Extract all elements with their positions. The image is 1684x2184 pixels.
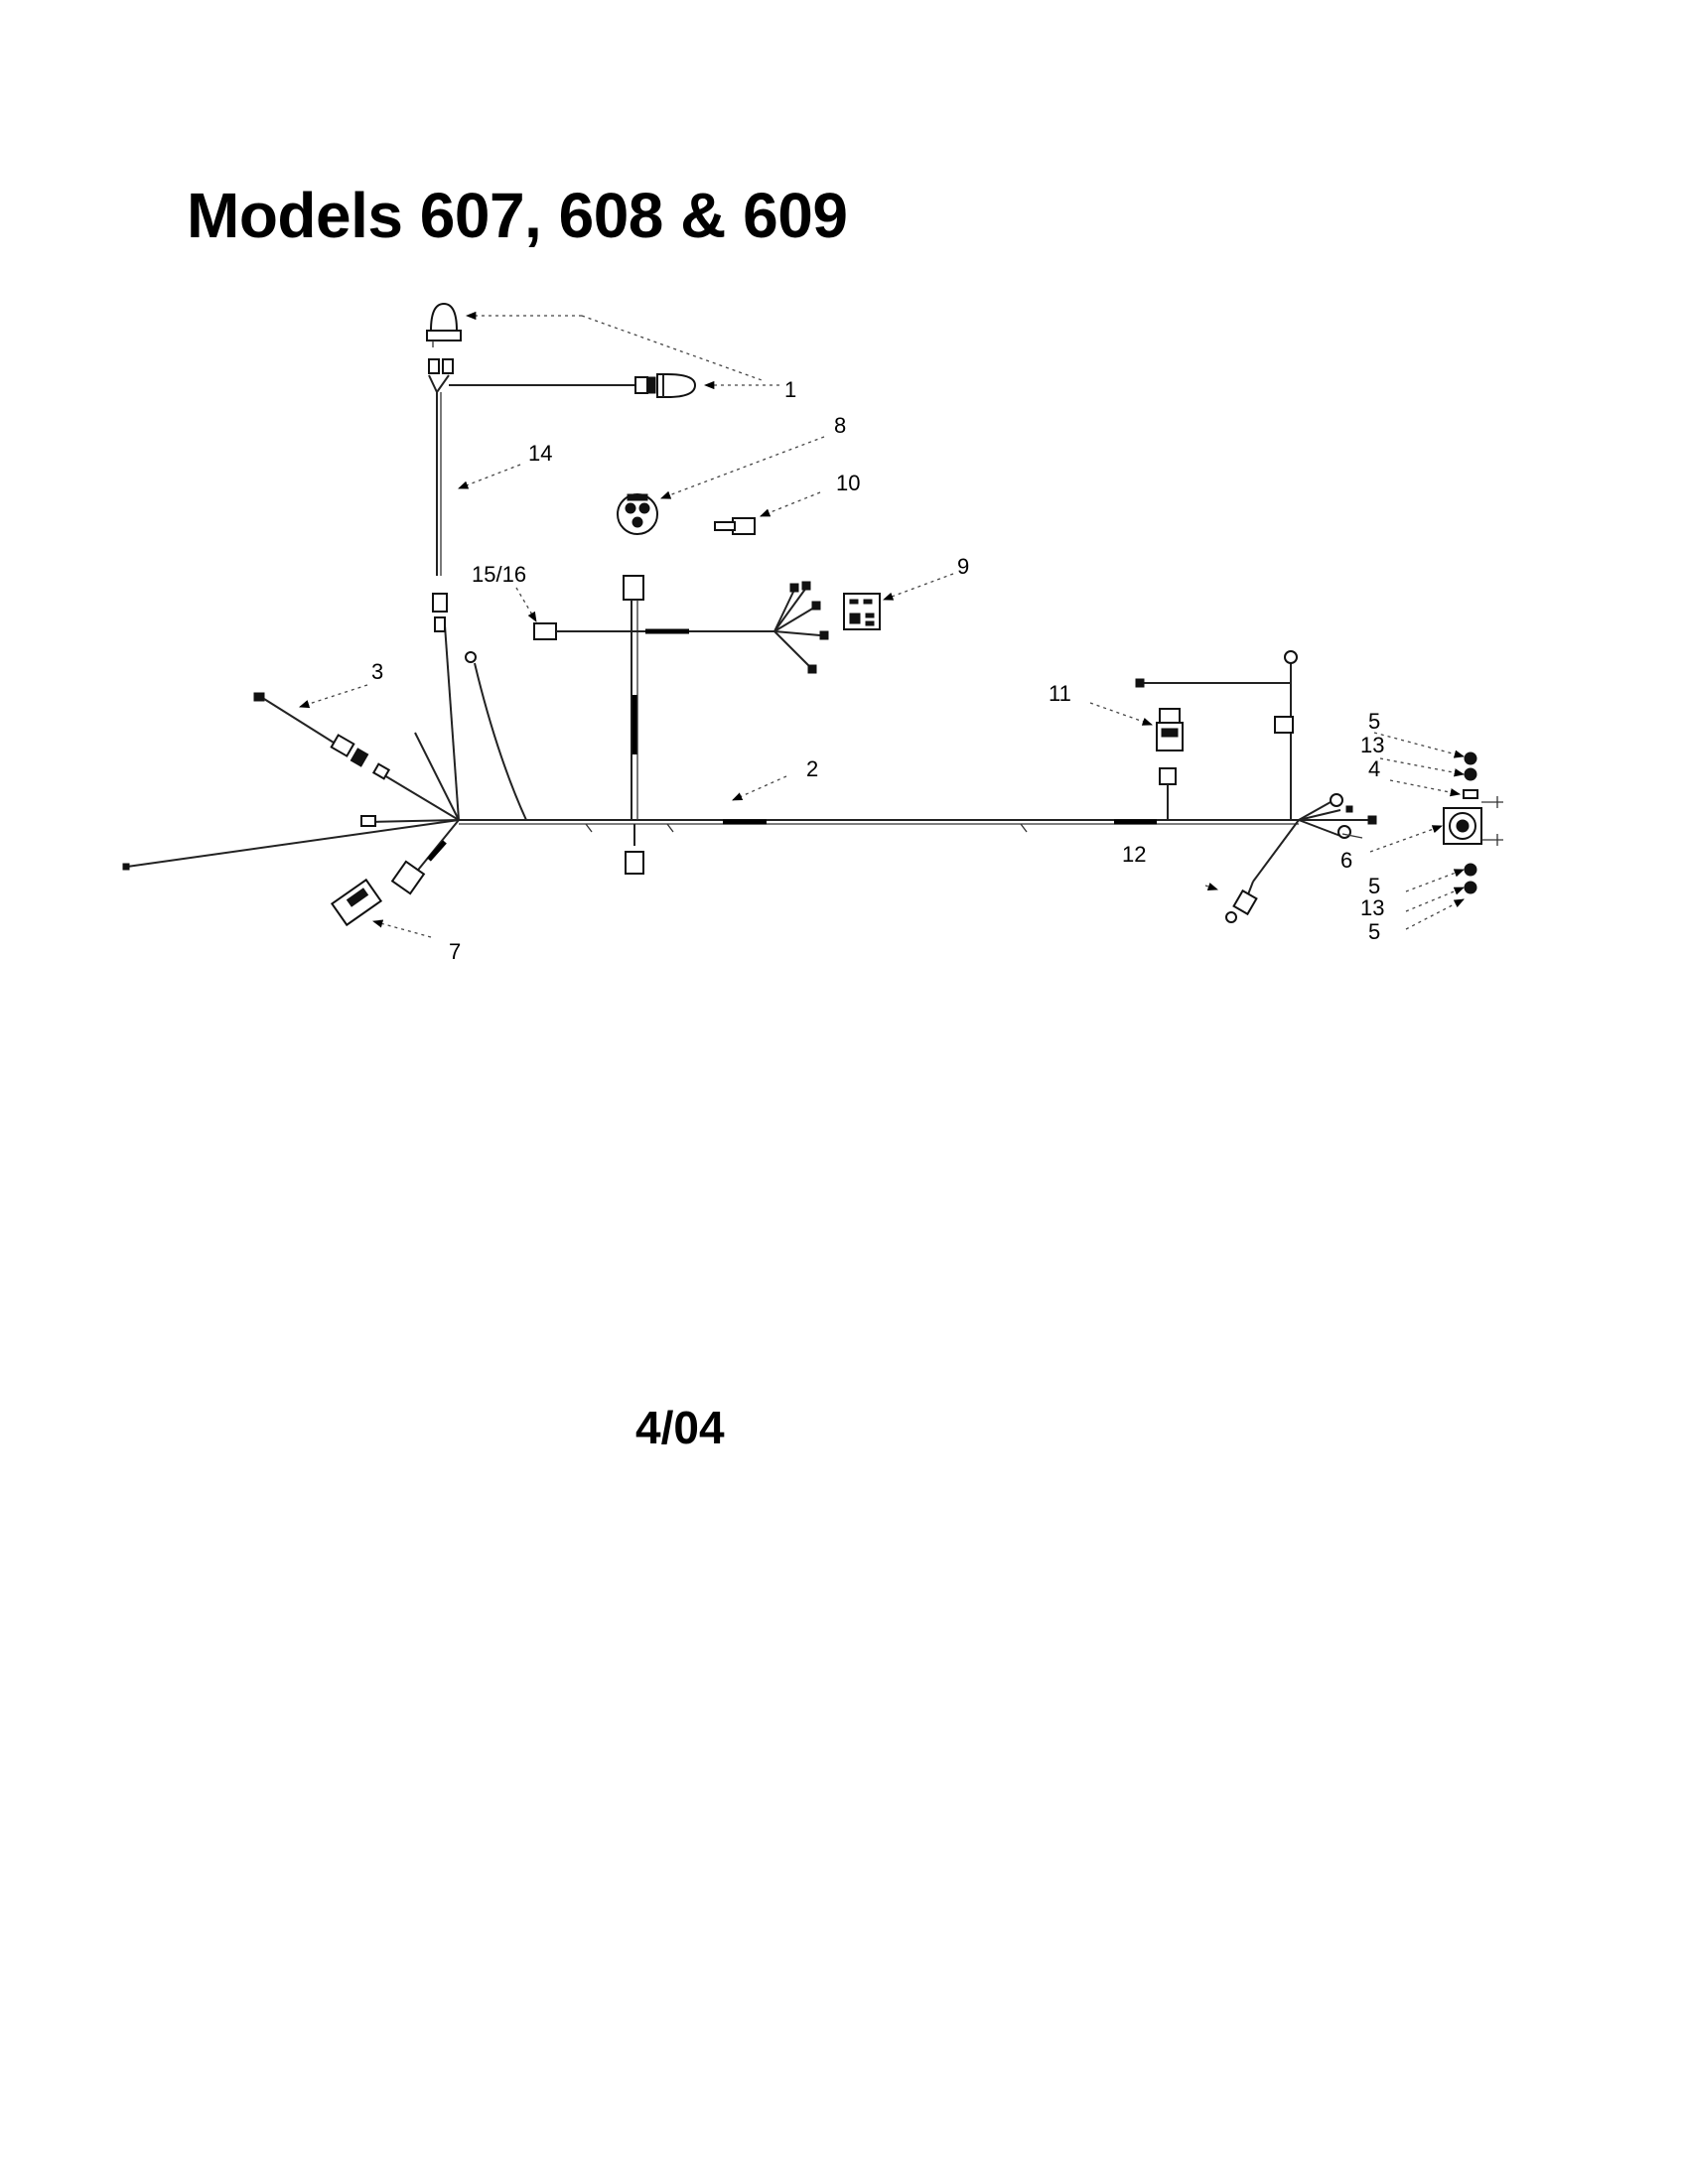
connector-3: [253, 692, 369, 767]
callout-13-bottom: 13: [1360, 895, 1384, 920]
ignition-key-10: [714, 517, 756, 535]
callout-4: 4: [1368, 756, 1380, 781]
callout-6: 6: [1340, 848, 1352, 873]
date-code: 4/04: [635, 1402, 725, 1453]
hardware-nuts-washers: [1463, 751, 1478, 894]
callout-5-mid: 5: [1368, 874, 1380, 898]
ignition-switch-8: [617, 493, 658, 535]
left-junction-wires: [126, 624, 528, 875]
callout-1: 1: [784, 377, 796, 402]
callout-5-bottom: 5: [1368, 919, 1380, 944]
receptacle-6: [1443, 796, 1503, 846]
callout-5-top: 5: [1368, 709, 1380, 734]
light-harness-14: [428, 358, 635, 632]
callout-labels: 1 14 8 10 9 15/16 3 2 11 12 7 5 13 4 6 5…: [371, 377, 1384, 964]
callout-2: 2: [806, 756, 818, 781]
relay-7: [330, 860, 426, 927]
callout-11: 11: [1049, 681, 1071, 706]
callout-13-top: 13: [1360, 733, 1384, 757]
callout-3: 3: [371, 659, 383, 684]
lamp-socket-top: [426, 302, 462, 347]
right-branch-wires: [1135, 650, 1377, 923]
left-terminals: [122, 651, 477, 871]
switch-11: [1156, 708, 1184, 820]
callout-14: 14: [528, 441, 552, 466]
callout-12: 12: [1122, 842, 1146, 867]
callout-9: 9: [957, 554, 969, 579]
lamp-socket-right: [634, 373, 697, 398]
center-vertical-branch: [623, 575, 644, 875]
page-title: Models 607, 608 & 609: [187, 180, 848, 251]
callout-7: 7: [449, 939, 461, 964]
callout-15-16: 15/16: [472, 562, 526, 587]
callout-10: 10: [836, 471, 860, 495]
callout-8: 8: [834, 413, 846, 438]
fuse-block-9: [843, 593, 881, 630]
branch-15-16: [533, 581, 829, 674]
callout-leaders: [299, 311, 1466, 938]
main-harness-trunk: [459, 819, 1299, 833]
